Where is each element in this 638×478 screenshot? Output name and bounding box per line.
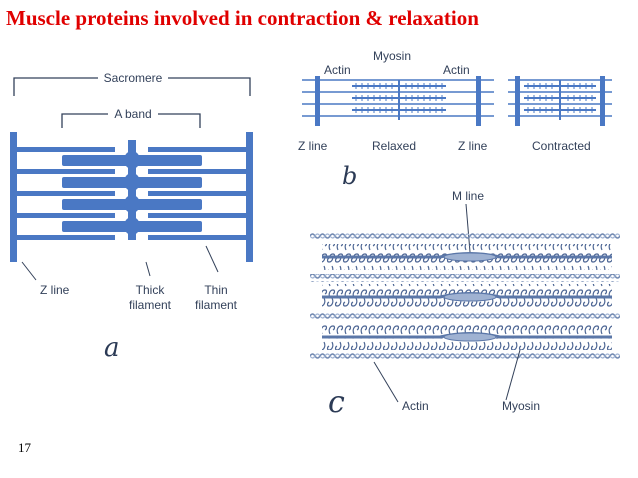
a-band-label: A band [114, 107, 151, 121]
slide-number: 17 [18, 440, 31, 455]
slide-title: Muscle proteins involved in contraction … [6, 6, 479, 30]
contracted-myosin-heads [527, 83, 593, 113]
panel-c-letter: c [328, 385, 345, 420]
z-line-right-label-b: Z line [458, 139, 488, 153]
myosin-label-c: Myosin [502, 399, 540, 413]
actin-label-c: Actin [402, 399, 429, 413]
z-line-label-a: Z line [40, 283, 70, 297]
relaxed-z-line-left [315, 76, 320, 126]
z-line-right [246, 132, 253, 262]
relaxed-label: Relaxed [372, 139, 416, 153]
contracted-z-line-right [600, 76, 605, 126]
myosin-filaments [322, 244, 612, 350]
actin-right-label: Actin [443, 63, 470, 77]
contracted-label: Contracted [532, 139, 591, 153]
m-line-label: M line [452, 189, 484, 203]
thin-filament-label-2: filament [195, 298, 238, 312]
panel-c-molecular: M line Ac [310, 189, 620, 420]
thin-filament-label-1: Thin [204, 283, 227, 297]
thick-filament-label-1: Thick [136, 283, 166, 297]
thick-filament-label-2: filament [129, 298, 172, 312]
contracted-z-line-left [515, 76, 520, 126]
z-line-left [10, 132, 17, 262]
sacromere-label: Sacromere [104, 71, 163, 85]
panel-a-sarcomere: Sacromere A band [10, 71, 253, 363]
actin-strands [310, 232, 620, 360]
myosin-label-b: Myosin [373, 49, 411, 63]
thin-filaments [17, 147, 246, 240]
relaxed-z-line-right [476, 76, 481, 126]
z-line-left-label-b: Z line [298, 139, 328, 153]
panel-a-letter: a [104, 333, 120, 363]
panel-b-letter: b [342, 162, 357, 190]
panel-b-relaxed-contracted: Actin Myosin Actin [298, 49, 612, 190]
relaxed-myosin-heads [355, 83, 443, 113]
thick-filaments [62, 140, 202, 240]
actin-left-label: Actin [324, 63, 351, 77]
